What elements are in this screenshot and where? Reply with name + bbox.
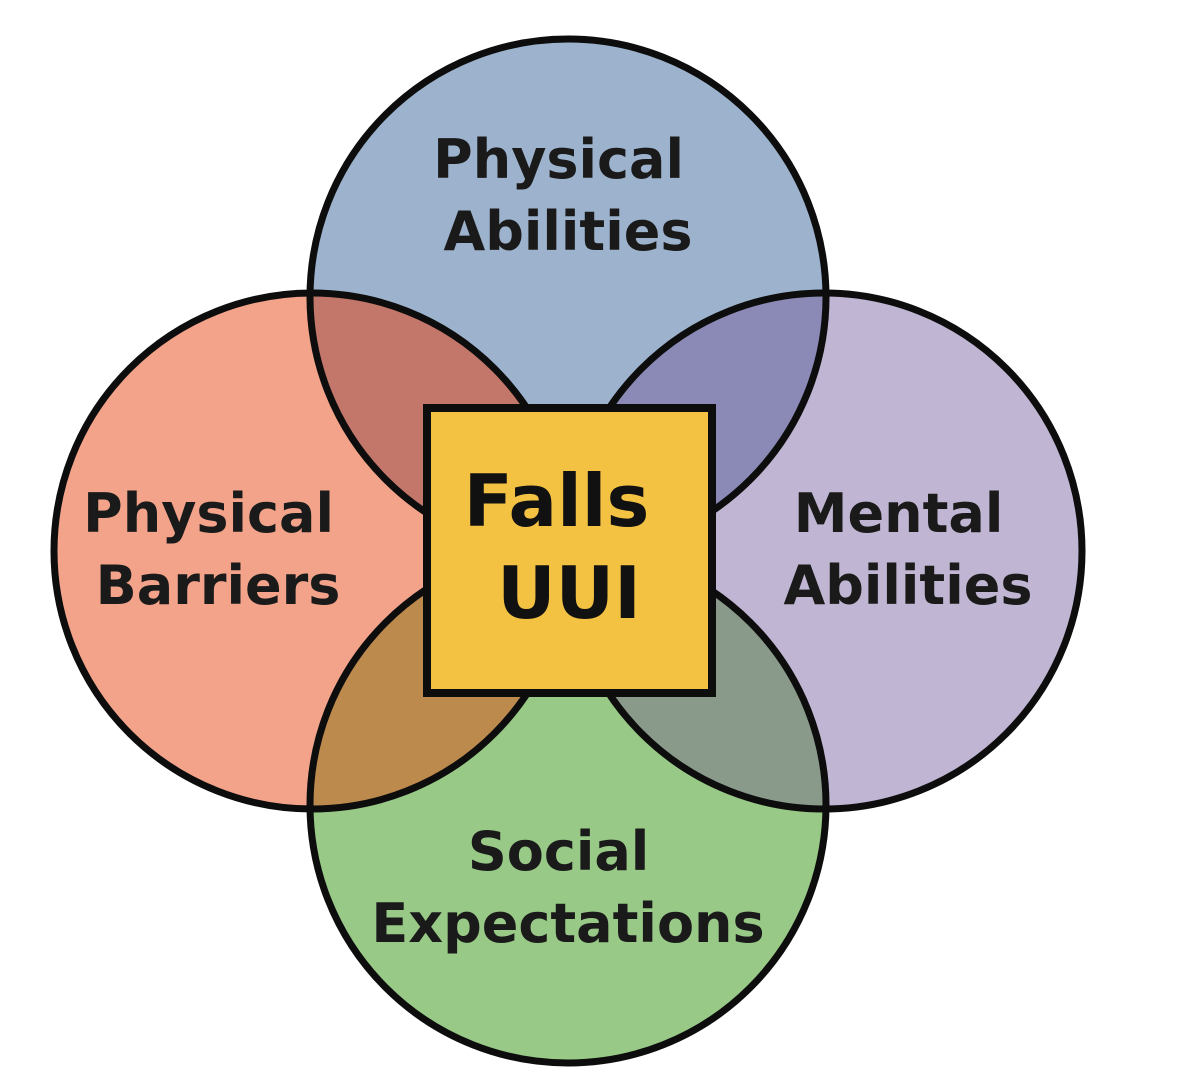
label-physical-abilities-line1: Physical <box>433 128 684 191</box>
center-box <box>423 404 716 697</box>
center-label-line1: Falls <box>464 459 650 543</box>
center-label-line2: UUI <box>497 551 641 635</box>
label-physical-barriers-line2: Barriers <box>96 554 341 617</box>
label-physical-abilities-line2: Abilities <box>443 200 692 263</box>
label-physical-abilities: Physical Abilities <box>433 128 703 263</box>
label-mental-abilities-line1: Mental <box>794 482 1004 545</box>
label-physical-barriers-line1: Physical <box>83 482 334 545</box>
label-physical-barriers: Physical Barriers <box>83 482 353 617</box>
label-social-expectations-line1: Social <box>468 820 649 883</box>
label-social-expectations-line2: Expectations <box>371 892 764 955</box>
label-mental-abilities-line2: Abilities <box>783 554 1032 617</box>
label-mental-abilities: Mental Abilities <box>783 482 1032 617</box>
label-social-expectations: Social Expectations <box>371 820 764 955</box>
center-label: Falls UUI <box>464 459 675 635</box>
